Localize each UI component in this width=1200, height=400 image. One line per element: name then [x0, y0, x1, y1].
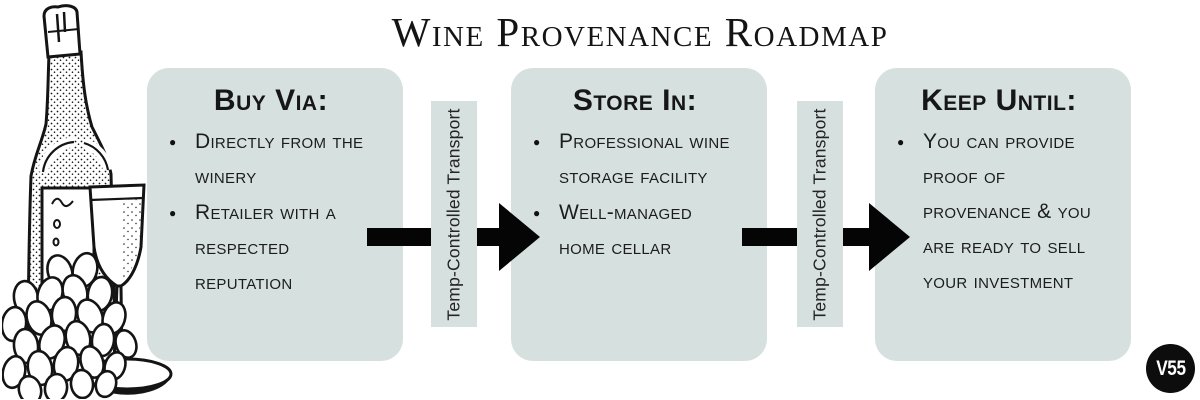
wine-bottle-glass-grapes-illustration: [2, 4, 173, 399]
stage-heading-store: Store In:: [572, 84, 698, 117]
stage-panel-store: Store In: Professional wine storage faci…: [511, 68, 767, 361]
page-title: Wine Provenance Roadmap: [391, 9, 889, 55]
transport-label: Temp-Controlled Transport: [809, 107, 830, 321]
version-badge: V55: [1146, 344, 1195, 393]
list-item: Professional wine storage facility: [533, 124, 737, 194]
stage-heading-buy: Buy Via:: [213, 84, 329, 117]
list-item: Directly from the winery: [169, 124, 373, 194]
transport-strip-2: Temp-Controlled Transport: [797, 101, 843, 327]
transport-strip-1: Temp-Controlled Transport: [431, 101, 477, 327]
list-item: You can provide proof of provenance & yo…: [897, 124, 1101, 299]
stage-panel-buy: Buy Via: Directly from the winery Retail…: [147, 68, 403, 361]
stage-panel-keep: Keep Until: You can provide proof of pro…: [875, 68, 1131, 361]
stage-heading-keep: Keep Until:: [921, 84, 1077, 117]
stage-list-buy: Directly from the winery Retailer with a…: [167, 124, 373, 300]
stage-list-keep: You can provide proof of provenance & yo…: [895, 124, 1101, 299]
grape-cluster: [2, 251, 138, 399]
list-item: Well-managed home cellar: [533, 195, 737, 265]
wine-glass: [88, 183, 146, 365]
version-badge-label: V55: [1155, 356, 1186, 380]
list-item: Retailer with a respected reputation: [169, 195, 373, 300]
transport-label: Temp-Controlled Transport: [443, 107, 464, 321]
stage-list-store: Professional wine storage facility Well-…: [531, 124, 737, 265]
